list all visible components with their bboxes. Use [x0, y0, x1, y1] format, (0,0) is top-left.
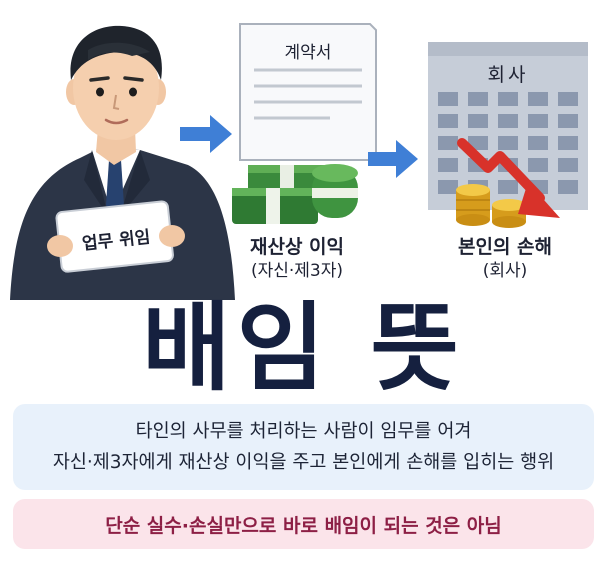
building-window	[558, 114, 578, 128]
coin-stack-icon	[456, 184, 526, 228]
money-stack-icon	[232, 164, 358, 224]
building-window	[528, 158, 548, 172]
building-window	[498, 92, 518, 106]
company-building-icon	[428, 42, 588, 210]
principal-loss-sublabel: (회사)	[482, 261, 528, 281]
building-window	[468, 136, 488, 150]
contract-label: 계약서	[284, 43, 332, 63]
building-window	[558, 92, 578, 106]
building-window	[438, 92, 458, 106]
building-window	[438, 136, 458, 150]
building-window	[468, 114, 488, 128]
building-window	[498, 136, 518, 150]
building-window	[528, 114, 548, 128]
building-window	[528, 92, 548, 106]
building-window	[498, 180, 518, 194]
building-window	[558, 158, 578, 172]
principal-loss-label: 본인의 손해	[457, 236, 552, 258]
loss-arrow-down-icon	[457, 138, 560, 218]
property-gain-sublabel: (자신·제3자)	[250, 261, 344, 281]
definition-box: 타인의 사무를 처리하는 사람이 임무를 어겨 자신·제3자에게 재산상 이익을…	[13, 404, 594, 490]
businessman-illustration	[10, 25, 235, 300]
definition-line-2: 자신·제3자에게 재산상 이익을 주고 본인에게 손해를 입히는 행위	[52, 452, 555, 473]
illustration	[10, 23, 588, 300]
building-window	[438, 114, 458, 128]
building-window	[438, 180, 458, 194]
caution-note: 단순 실수·손실만으로 바로 배임이 되는 것은 아님	[13, 499, 594, 549]
definition-line-1: 타인의 사무를 처리하는 사람이 임무를 어겨	[135, 421, 472, 442]
arrow-right-icon	[368, 140, 418, 178]
page-title: 배임 뜻	[142, 292, 465, 404]
building-window	[438, 158, 458, 172]
building-window	[558, 136, 578, 150]
building-window	[468, 92, 488, 106]
arrow-right-icon	[180, 115, 232, 153]
building-window	[558, 180, 578, 194]
property-gain-label: 재산상 이익	[249, 236, 344, 258]
company-label: 회사	[487, 64, 529, 86]
contract-document-icon	[239, 23, 377, 161]
building-window	[528, 136, 548, 150]
building-window	[498, 114, 518, 128]
